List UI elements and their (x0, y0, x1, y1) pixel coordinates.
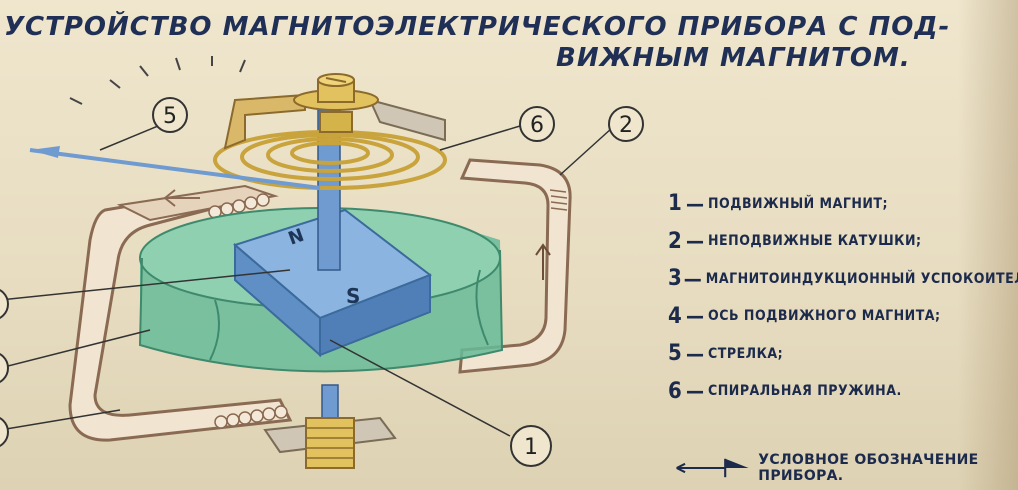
legend-item: 2 — неподвижные катушки; (668, 223, 1008, 261)
callout-6-label: 6 (530, 113, 544, 138)
bottom-bearing (263, 416, 397, 469)
legend-dash: — (686, 229, 704, 254)
legend-number: 5 (668, 341, 682, 367)
callout-1: 1 (510, 425, 552, 467)
symbol-caption: Условное обозначение прибора. (758, 452, 979, 484)
callout-1-label: 1 (524, 435, 538, 460)
title-line-2: вижным магнитом. (556, 43, 911, 74)
legend-text: стрелка; (708, 345, 784, 362)
legend-dash: — (686, 191, 704, 216)
legend-item: 5 — стрелка; (668, 335, 1008, 373)
legend-dash: — (686, 379, 704, 404)
magnet-north-label: N (286, 225, 307, 250)
legend-number: 6 (668, 378, 682, 404)
callout-2-label: 2 (619, 113, 633, 138)
spiral-spring (213, 130, 447, 190)
legend-text: неподвижные катушки; (708, 233, 922, 250)
legend-text: ось подвижного магнита; (708, 308, 941, 325)
legend-number: 3 (668, 266, 682, 292)
legend-number: 2 (668, 228, 682, 254)
legend-dash: — (686, 304, 704, 329)
instrument-symbol-row: Условное обозначение прибора. (675, 452, 1018, 484)
callout-partial-circles (0, 289, 9, 447)
callout-2: 2 (608, 106, 644, 142)
legend-item: 4 — ось подвижного магнита; (668, 298, 1008, 336)
callout-5-label: 5 (163, 104, 177, 129)
legend-dash: — (683, 266, 702, 291)
pointer-arrow (29, 146, 321, 190)
magnet-south-label: S (346, 284, 360, 308)
poster-title: Устройство магнитоэлектрического прибора… (4, 12, 964, 74)
title-line-1: Устройство магнитоэлектрического прибора… (4, 12, 951, 42)
top-screw (293, 73, 379, 133)
legend-text: Подвижный магнит; (708, 195, 889, 212)
legend: 1 — Подвижный магнит; 2 — неподвижные ка… (668, 185, 1018, 411)
callout-5: 5 (152, 97, 188, 133)
callout-6: 6 (519, 106, 555, 142)
scale-ticks (69, 56, 246, 105)
leader-lines (0, 125, 613, 437)
legend-item: 3 — магнитоиндукционный успокоитель; (668, 260, 1018, 298)
magnet-axle (317, 109, 341, 431)
legend-item: 6 — спиральная пружина. (668, 373, 1008, 411)
legend-number: 4 (668, 303, 682, 329)
legend-dash: — (686, 341, 704, 366)
poster-edge-shadow (958, 0, 1018, 490)
legend-text: спиральная пружина. (708, 383, 902, 400)
legend-item: 1 — Подвижный магнит; (668, 185, 1008, 223)
legend-number: 1 (668, 191, 682, 217)
instrument-symbol-icon (676, 458, 749, 478)
legend-text: магнитоиндукционный успокоитель; (705, 270, 1018, 287)
